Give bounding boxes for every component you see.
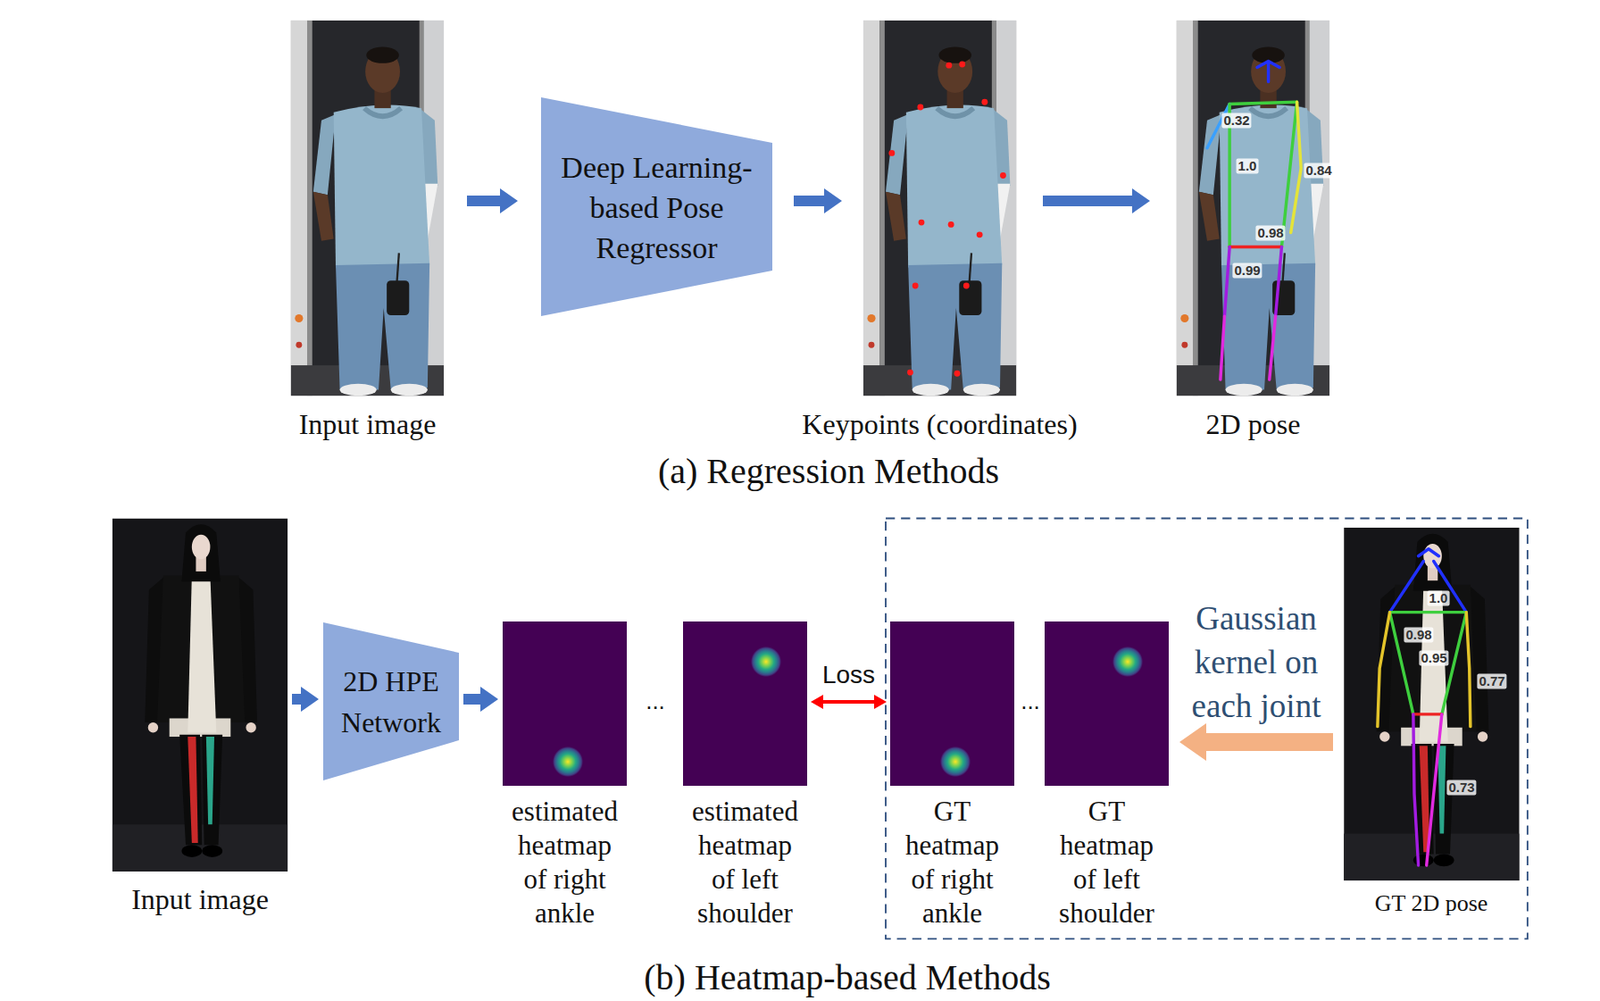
photo-node: Keypoints (coordinates): [863, 20, 1017, 396]
node-label: GT heatmap of left shoulder: [1049, 794, 1166, 931]
trapezoid-shape: [323, 622, 459, 781]
text-block: 2D HPE Network: [328, 660, 454, 743]
heatmap: estimated heatmap of right ankle: [502, 621, 627, 786]
keypoint-photo: [863, 20, 1017, 397]
photo-node: Input image: [291, 20, 444, 396]
node-label: 2D pose: [1206, 408, 1301, 442]
keypoint-dots-part: [963, 283, 970, 290]
confidence-score: 1.0: [1427, 590, 1450, 606]
pose-photo: [1176, 20, 1330, 397]
node-label: estimated heatmap of right ankle: [507, 794, 624, 931]
caption: (a) Regression Methods: [658, 450, 1000, 492]
label-block: GT heatmap of right ankle: [894, 794, 1011, 931]
trapezoid-fill: [541, 97, 773, 317]
input-photo: [112, 517, 289, 871]
caption: (b) Heatmap-based Methods: [643, 957, 1050, 999]
network-trapezoid: Deep Learning- based Pose Regressor: [541, 97, 773, 317]
gt-group-frame: [885, 517, 1528, 939]
photo-node: Input image: [112, 518, 288, 873]
confidence-score: 1.0: [1236, 158, 1259, 174]
block-label: Deep Learning- based Pose Regressor: [553, 146, 761, 267]
keypoint-dots-part: [981, 99, 988, 106]
gt-pose-skeleton-part: [1377, 612, 1471, 727]
keypoint-dots-part: [918, 219, 925, 226]
pose-skeleton-part: [1224, 247, 1282, 317]
gt-pose-photo: [1343, 527, 1520, 881]
keypoint-dots-part: [945, 62, 952, 69]
confidence-score: 0.84: [1303, 162, 1334, 178]
keypoint-dots-part: [948, 221, 955, 228]
label-block: 2D pose: [1206, 408, 1301, 442]
node-label: GT heatmap of right ankle: [894, 794, 1011, 931]
gt-pose-skeleton-part: [1413, 714, 1419, 866]
confidence-score: 0.95: [1418, 650, 1449, 666]
label-block: estimated heatmap of left shoulder: [687, 794, 804, 931]
node-label: estimated heatmap of left shoulder: [687, 794, 804, 931]
node-label: Input image: [131, 883, 269, 917]
gt-pose-skeleton-part: [1426, 714, 1442, 866]
keypoint-dots-part: [954, 370, 961, 377]
ellipsis: ...: [1020, 688, 1041, 716]
arrow-connector: [291, 686, 319, 712]
gt-pose-skeleton-part: [1390, 612, 1467, 715]
confidence-score: 0.32: [1221, 112, 1251, 128]
keypoint-dots-part: [912, 283, 919, 290]
node-label: Keypoints (coordinates): [801, 408, 1077, 442]
label-block: estimated heatmap of right ankle: [507, 794, 624, 931]
confidence-score: 0.99: [1232, 262, 1262, 278]
heatmap: GT heatmap of right ankle: [890, 621, 1015, 786]
label-block: GT 2D pose: [1375, 890, 1489, 917]
keypoint-dots-part: [888, 150, 895, 157]
keypoint-dots-part: [1000, 172, 1007, 179]
keypoint-dots-part: [976, 231, 984, 238]
photo-node: 2D pose: [1176, 20, 1330, 396]
gt-pose-skeleton: [1377, 549, 1471, 866]
pose-skeleton-part: [1229, 245, 1282, 249]
confidence-score: 0.98: [1255, 225, 1285, 241]
node-label: Input image: [299, 408, 437, 442]
pose-skeleton-part: [1229, 101, 1297, 104]
input-photo: [291, 20, 444, 397]
edge-label: Loss: [822, 660, 875, 690]
text-block: Deep Learning- based Pose Regressor: [553, 146, 761, 267]
heatmap: GT heatmap of left shoulder: [1044, 621, 1169, 786]
heatmap: estimated heatmap of left shoulder: [683, 621, 808, 786]
label-block: Input image: [131, 883, 269, 917]
label-block: Input image: [299, 408, 437, 442]
edge-label: Gaussian kernel on each joint: [1184, 596, 1328, 728]
arrow-connector: [463, 686, 499, 712]
keypoint-dots-part: [958, 61, 966, 68]
network-trapezoid: 2D HPE Network: [323, 622, 459, 781]
pose-skeleton-part: [1257, 61, 1280, 83]
confidence-score: 0.77: [1476, 673, 1507, 689]
confidence-score: 0.73: [1446, 779, 1476, 795]
arrow-connector: [466, 188, 518, 214]
arrow-connector: [1179, 723, 1334, 761]
keypoint-dots-part: [916, 104, 924, 111]
pose-skeleton-part: [1220, 316, 1276, 380]
arrow-connector: [810, 694, 887, 709]
gt-pose-skeleton-part: [1413, 712, 1442, 716]
confidence-score: 0.98: [1403, 626, 1434, 642]
arrow-connector: [1042, 188, 1150, 214]
pose-skeleton: [1207, 61, 1301, 381]
label-block: Keypoints (coordinates): [801, 408, 1077, 442]
trapezoid-fill: [323, 622, 459, 781]
arrow-connector: [793, 188, 842, 214]
block-label: 2D HPE Network: [328, 660, 454, 743]
keypoint-dots-part: [907, 369, 914, 376]
photo-node: GT 2D pose: [1343, 527, 1519, 880]
label-block: GT heatmap of left shoulder: [1049, 794, 1166, 931]
gt-pose-skeleton-part: [1390, 549, 1467, 613]
keypoint-dots: [888, 61, 1006, 377]
node-label: GT 2D pose: [1375, 890, 1489, 917]
ellipsis: ...: [645, 688, 666, 716]
pose-skeleton-part: [1291, 101, 1301, 233]
